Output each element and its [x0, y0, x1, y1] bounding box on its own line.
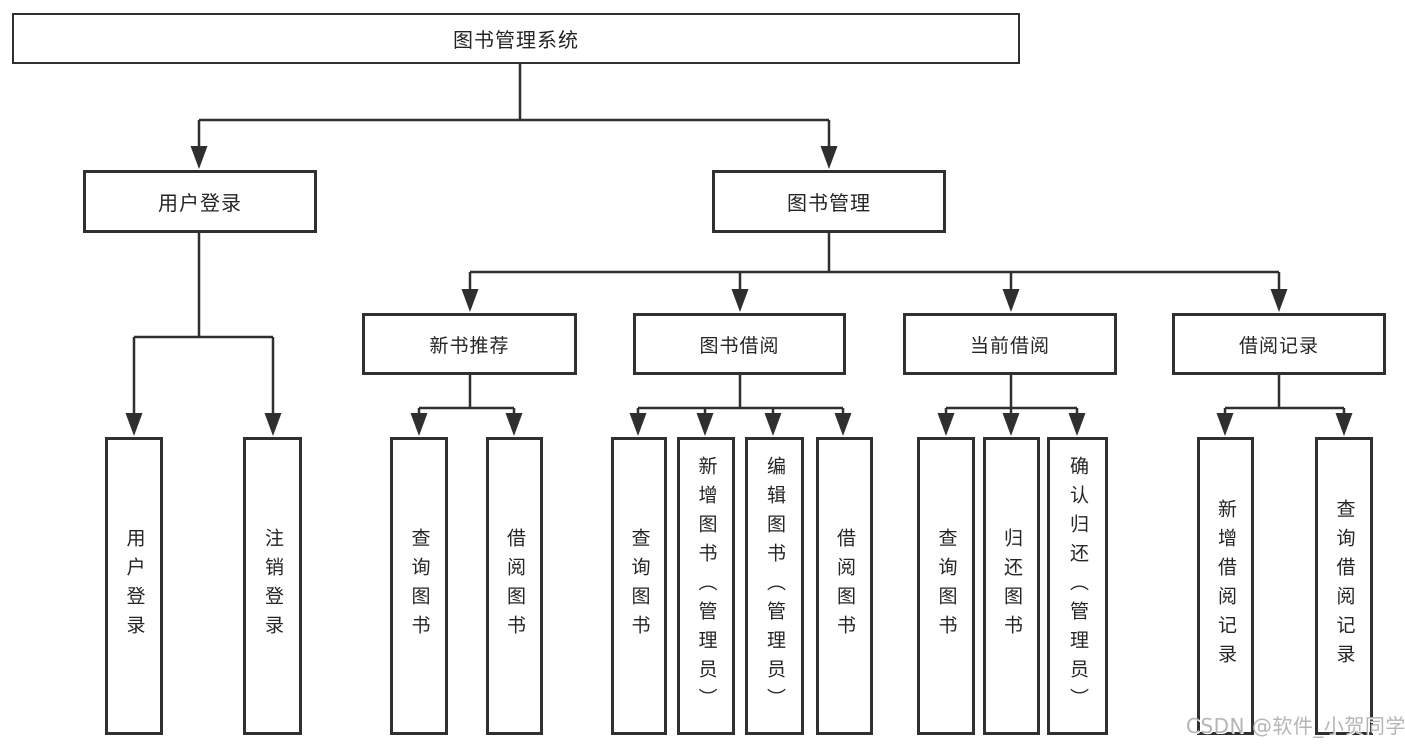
leaf-logout: 注销登录: [243, 437, 302, 735]
connector-login-split: [132, 233, 275, 418]
arrow-icon: [461, 289, 479, 312]
arrow-icon: [629, 413, 647, 436]
leaf-borrow-book: 借阅图书: [816, 437, 873, 735]
arrow-icon: [731, 289, 749, 312]
connector-records-split: [1223, 375, 1346, 419]
arrow-icon: [696, 413, 714, 436]
connector-mgmt-split: [468, 233, 1281, 294]
arrow-icon: [1002, 413, 1020, 436]
arrow-icon: [1335, 413, 1353, 436]
node-current-borrow: 当前借阅: [903, 313, 1117, 375]
arrow-icon: [505, 413, 523, 436]
leaf-query-book-borrow: 查询图书: [611, 437, 667, 735]
leaf-borrow-book-recommend: 借阅图书: [486, 437, 543, 735]
arrow-icon: [1002, 289, 1020, 312]
arrow-icon: [820, 146, 838, 169]
leaf-query-borrow-record: 查询借阅记录: [1315, 437, 1373, 735]
csdn-watermark: CSDN @软件_小贺同学: [1186, 714, 1405, 738]
arrow-icon: [125, 413, 143, 436]
arrow-icon: [834, 413, 852, 436]
arrow-icon: [1270, 289, 1288, 312]
leaf-confirm-return-admin: 确认归还（管理员）: [1047, 437, 1108, 735]
arrow-icon: [190, 146, 208, 169]
node-user-login: 用户登录: [83, 170, 317, 233]
node-book-borrow: 图书借阅: [633, 313, 846, 375]
leaf-add-book-admin: 新增图书（管理员）: [677, 437, 735, 735]
arrow-icon: [1068, 413, 1086, 436]
arrow-icon: [1216, 413, 1234, 436]
leaf-add-borrow-record: 新增借阅记录: [1197, 437, 1254, 735]
arrow-icon: [764, 413, 782, 436]
connector-current-split: [944, 375, 1079, 419]
node-book-management: 图书管理: [712, 170, 946, 233]
leaf-return-book: 归还图书: [983, 437, 1040, 735]
arrow-icon: [264, 413, 282, 436]
connector-root-split: [197, 64, 831, 150]
leaf-edit-book-admin: 编辑图书（管理员）: [745, 437, 804, 735]
leaf-user-login: 用户登录: [105, 437, 163, 735]
leaf-query-book-current: 查询图书: [917, 437, 975, 735]
node-borrow-records: 借阅记录: [1172, 313, 1386, 375]
node-root: 图书管理系统: [12, 13, 1020, 64]
node-new-book-recommend: 新书推荐: [362, 313, 577, 375]
arrow-icon: [410, 413, 428, 436]
arrow-icon: [937, 413, 955, 436]
connector-borrow-split: [636, 375, 845, 419]
leaf-query-book-recommend: 查询图书: [390, 437, 448, 735]
connector-recommend-split: [417, 375, 516, 419]
